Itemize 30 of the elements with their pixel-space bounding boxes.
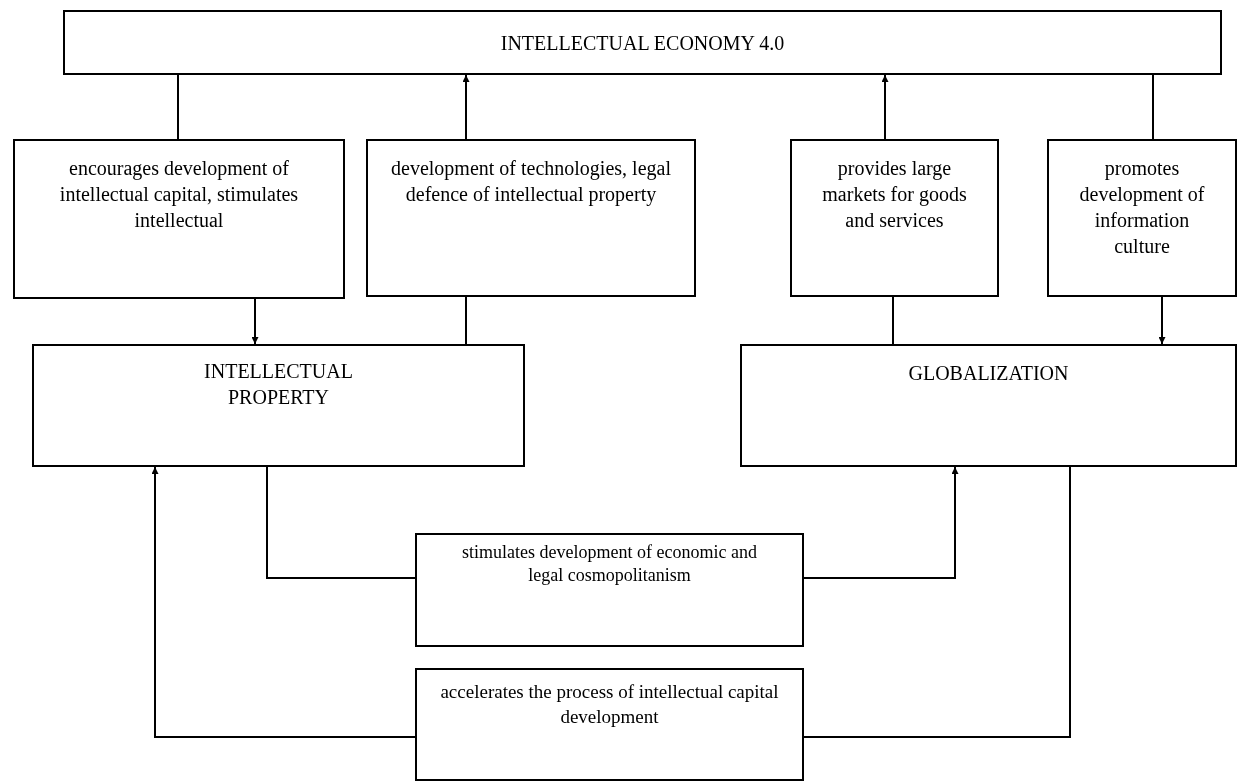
connector-line <box>1152 74 1154 140</box>
arrow <box>251 298 259 345</box>
box-text: INTELLECTUAL PROPERTY <box>203 359 354 410</box>
text-box <box>415 533 804 647</box>
arrow <box>881 74 889 140</box>
connector-line <box>803 466 1071 738</box>
text-box <box>13 139 345 299</box>
box-text: provides large markets for goods and services <box>822 156 967 233</box>
text-box <box>1047 139 1237 297</box>
box-text: GLOBALIZATION <box>908 361 1069 386</box>
arrow <box>151 466 416 738</box>
arrow <box>1158 296 1166 345</box>
text-box <box>63 10 1222 75</box>
arrow <box>462 74 470 140</box>
connector-line <box>892 296 894 345</box>
text-box <box>366 139 696 297</box>
box-text: development of technologies, legal defence of intellectual property <box>390 156 672 207</box>
connector-line <box>177 74 179 140</box>
connector-line <box>465 296 467 345</box>
box-text: encourages development of intellectual capital, stimulates intellectual <box>58 156 300 233</box>
box-text: stimulates development of economic and legal cosmopolitanism <box>461 541 758 588</box>
text-box <box>790 139 999 297</box>
arrow <box>803 466 959 579</box>
text-box <box>415 668 804 781</box>
connector-line <box>266 466 416 579</box>
text-box <box>32 344 525 467</box>
box-text: INTELLECTUAL ECONOMY 4.0 <box>500 30 785 56</box>
box-text: accelerates the process of intellectual capital development <box>439 680 780 729</box>
box-text: promotes development of information culture <box>1078 156 1206 259</box>
text-box <box>740 344 1237 467</box>
